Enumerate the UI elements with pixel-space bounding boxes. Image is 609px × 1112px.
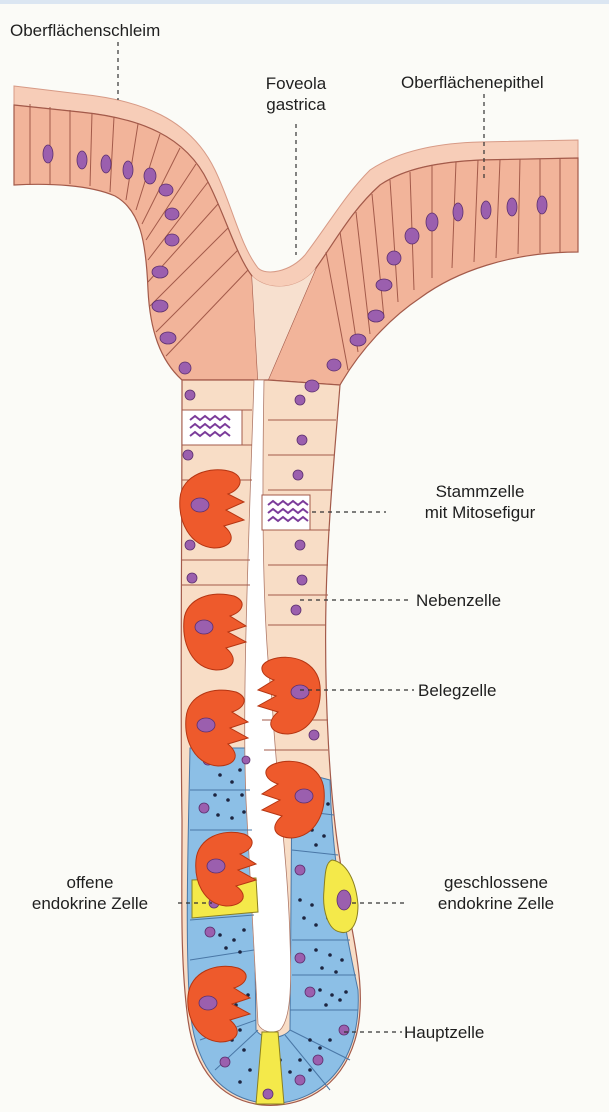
label-open-endocrine-cell: offene endokrine Zelle: [2, 872, 178, 914]
label-stem-cell-line2: mit Mitosefigur: [380, 502, 580, 523]
label-foveola-gastrica: Foveola gastrica: [240, 73, 352, 115]
label-surface-mucus: Oberflächenschleim: [10, 20, 160, 41]
label-surface-epithelium: Oberflächenepithel: [401, 72, 544, 93]
label-neck-cell: Nebenzelle: [416, 590, 501, 611]
label-stem-cell-line1: Stammzelle: [380, 481, 580, 502]
label-open-endocrine-line1: offene: [2, 872, 178, 893]
label-closed-endocrine-line1: geschlossene: [410, 872, 582, 893]
label-open-endocrine-line2: endokrine Zelle: [2, 893, 178, 914]
label-foveola-line1: Foveola: [240, 73, 352, 94]
stem-cell-left: [182, 410, 242, 445]
label-chief-cell: Hauptzelle: [404, 1022, 484, 1043]
label-closed-endocrine-line2: endokrine Zelle: [410, 893, 582, 914]
label-closed-endocrine-cell: geschlossene endokrine Zelle: [410, 872, 582, 914]
label-foveola-line2: gastrica: [240, 94, 352, 115]
label-parietal-cell: Belegzelle: [418, 680, 496, 701]
label-stem-cell: Stammzelle mit Mitosefigur: [380, 481, 580, 523]
stem-cell-right: [262, 495, 310, 530]
